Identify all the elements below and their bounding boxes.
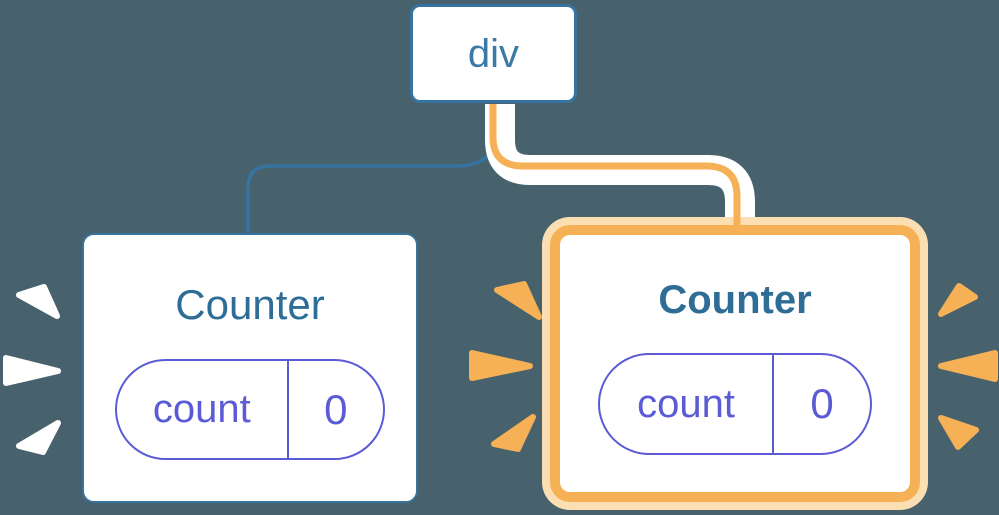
burst-mark [938, 415, 979, 450]
burst-mark [494, 281, 542, 320]
counter-title-left: Counter [175, 281, 325, 328]
counter-card-left: Counter count 0 [82, 233, 418, 503]
burst-marks-left-counter [3, 284, 61, 455]
edge-parent-to-right-counter-core [489, 104, 741, 231]
root-node-div: div [410, 4, 577, 103]
state-key-right: count [600, 355, 775, 453]
burst-mark [491, 414, 536, 452]
burst-mark [938, 283, 978, 317]
counter-title-right: Counter [658, 278, 812, 322]
state-pill-right: count 0 [598, 353, 872, 455]
burst-marks-right-counter-outer [938, 283, 998, 450]
state-value-left: 0 [324, 385, 348, 433]
edge-parent-to-right-counter-band [485, 104, 755, 217]
state-key-left: count [117, 361, 289, 459]
burst-mark [16, 420, 61, 455]
burst-mark [3, 355, 61, 386]
burst-mark [16, 284, 60, 319]
edge-parent-to-left-counter [246, 104, 502, 235]
burst-marks-right-counter-inner [469, 281, 542, 452]
burst-mark [938, 350, 998, 382]
root-node-label: div [467, 31, 520, 76]
counter-card-right-highlighted: Counter count 0 [550, 225, 920, 502]
burst-mark [469, 350, 533, 381]
state-value-right: 0 [810, 380, 834, 427]
state-pill-left: count 0 [115, 359, 385, 461]
